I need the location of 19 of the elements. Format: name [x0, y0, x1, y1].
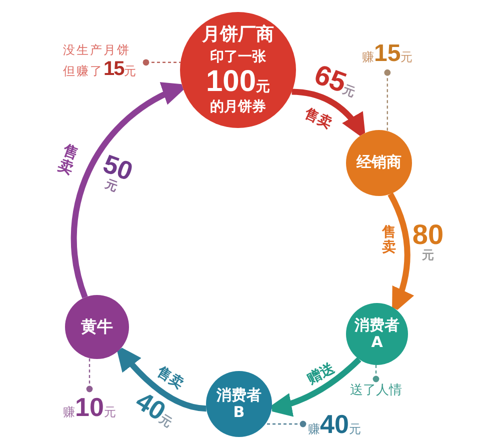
price-label: 80元 — [411, 220, 445, 262]
annotation-text: 赚15元 — [362, 40, 413, 73]
leader-line — [372, 365, 380, 382]
edge-label: 售卖 — [381, 224, 397, 256]
leader-line — [384, 69, 391, 132]
annotation-text: 送了人情 — [350, 379, 402, 399]
annotation-text: 赚40元 — [303, 411, 361, 437]
price-label: 50元 — [98, 148, 138, 196]
node-text: 印了一张100元的月饼券 — [204, 48, 272, 116]
price-label: 65元 — [310, 59, 358, 102]
node-title: 月饼厂商 — [201, 24, 275, 46]
leader-line — [265, 420, 306, 428]
node-label: 经销商 — [355, 154, 402, 172]
node-label: 黄牛 — [80, 318, 114, 336]
leader-line — [86, 358, 93, 392]
node-label: 消费者 B — [216, 386, 262, 422]
node-label: 消费者 A — [354, 316, 400, 352]
leader-line — [142, 59, 180, 66]
annotation-text: 赚10元 — [63, 389, 116, 420]
